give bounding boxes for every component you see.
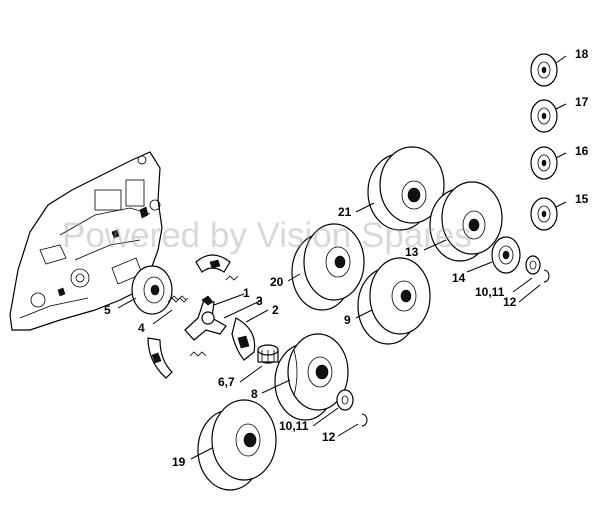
part-18-rim-sprocket: [530, 53, 558, 87]
callout-6-7: 6,7: [218, 375, 235, 389]
callout-17: 17: [575, 95, 589, 109]
part-21-clutch-drum: [367, 146, 445, 231]
callout-labels: 1 2 3 4 5 6,7 8 9 10,11 10,11 12 12 13 1…: [104, 47, 589, 469]
part-1-3-clutch-spider: [184, 295, 227, 341]
part-5-carrier-disc: [131, 265, 173, 315]
callout-19: 19: [172, 455, 186, 469]
callout-15: 15: [575, 192, 589, 206]
part-15-rim-sprocket: [530, 197, 558, 231]
callout-4: 4: [138, 321, 145, 335]
leader-lines: [117, 55, 567, 460]
callout-5: 5: [104, 303, 111, 317]
crankcase-housing: [9, 151, 163, 331]
part-17-rim-sprocket: [530, 99, 558, 133]
callout-9: 9: [344, 313, 351, 327]
part-13-clutch-drum: [429, 181, 503, 262]
callout-1: 1: [243, 286, 250, 300]
callout-21: 21: [338, 205, 352, 219]
callout-10-11-lower: 10,11: [279, 419, 309, 433]
part-16-rim-sprocket: [530, 146, 558, 180]
part-6-7-needle-cage: [257, 344, 279, 364]
washer-10-11-lower: [336, 389, 354, 411]
part-8-clutch-drum: [274, 333, 349, 421]
part-2-clutch-shoes: [147, 254, 256, 379]
part-14-rim-sprocket: [491, 236, 521, 274]
washer-10-11-upper: [525, 255, 541, 275]
callout-20: 20: [270, 275, 284, 289]
callout-3: 3: [256, 294, 263, 308]
e-clip-12-upper: [543, 269, 550, 283]
callout-12-lower: 12: [322, 430, 336, 444]
callout-10-11-upper: 10,11: [475, 285, 505, 299]
callout-16: 16: [575, 144, 589, 158]
callout-2: 2: [272, 303, 279, 317]
part-20-clutch-drum: [291, 223, 365, 311]
part-9-clutch-drum: [357, 257, 431, 345]
part-19-clutch-drum: [197, 399, 277, 491]
callout-13: 13: [405, 245, 419, 259]
e-clip-12-lower: [361, 413, 368, 427]
callout-18: 18: [575, 47, 589, 61]
callout-14: 14: [452, 271, 466, 285]
callout-12-upper: 12: [503, 295, 517, 309]
callout-8: 8: [251, 387, 258, 401]
part-4-springs: [167, 275, 239, 357]
watermark-text: Powered by Vision Spares: [62, 216, 472, 255]
